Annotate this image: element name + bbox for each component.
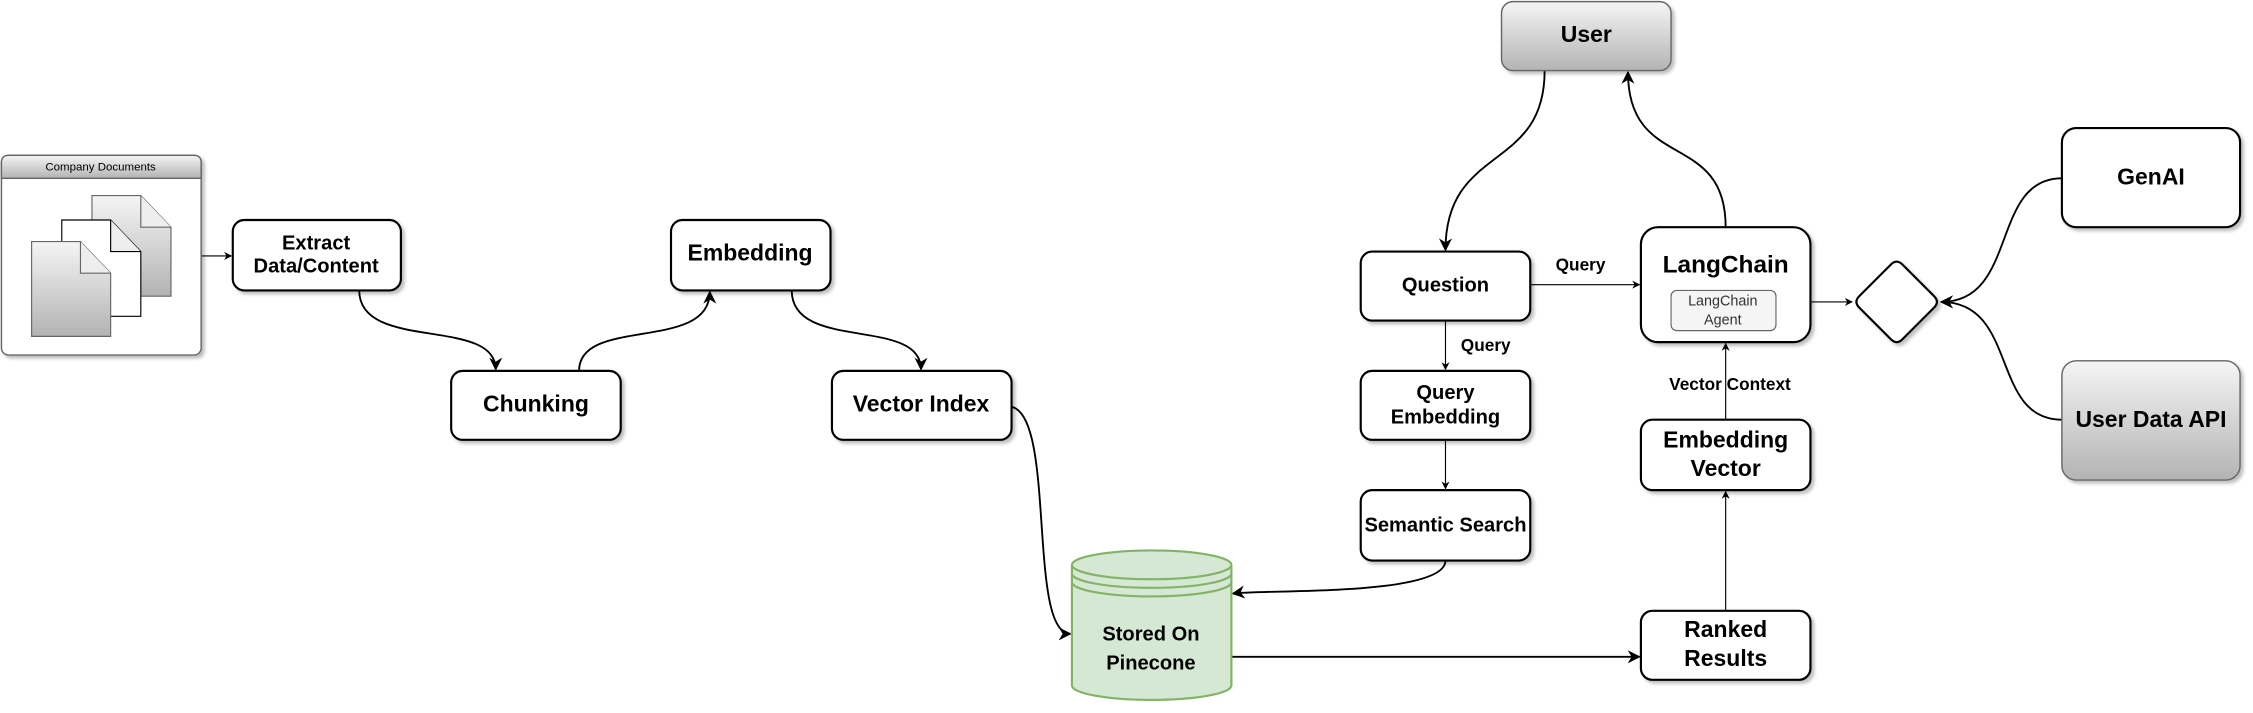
user-label: User [1561,21,1612,47]
decision-node[interactable] [1855,260,1938,344]
pinecone-database[interactable] [1070,549,1233,701]
embedding-vector-node[interactable] [1639,418,1812,492]
ranked-results-node[interactable] [1639,609,1812,681]
company-documents-title: Company Documents [45,162,156,174]
extract-label-1: Extract [282,233,350,255]
edge-label-query-2: Query [1461,335,1511,355]
user-data-api-node[interactable] [2061,360,2241,481]
semantic-search-label: Semantic Search [1364,514,1526,536]
edges [201,70,2062,664]
edge-extract-to-chunking [358,290,503,371]
query-embedding-node[interactable] [1359,369,1532,441]
langchain-agent-node[interactable] [1670,289,1777,332]
langchain-agent-label-1: LangChain [1688,294,1757,310]
question-label: Question [1402,274,1489,296]
edge-semantic-search-to-pinecone [1231,560,1447,599]
pinecone-label-1: Stored On [1102,624,1199,646]
chunking-label: Chunking [483,390,589,416]
langchain-agent-label-2: Agent [1704,312,1742,328]
genai-node[interactable] [2060,126,2242,229]
chunking-node[interactable] [450,369,622,441]
edge-user-to-question [1438,70,1546,252]
extract-node[interactable] [231,218,402,292]
edge-vector-index-to-pinecone [1011,405,1072,641]
edge-langchain-to-user [1621,70,1727,228]
embedding-vector-label-2: Vector [1691,455,1761,481]
ranked-results-label-1: Ranked [1684,616,1767,642]
semantic-search-node[interactable] [1359,489,1532,562]
embedding-vector-label-1: Embedding [1663,426,1788,452]
genai-label: GenAI [2117,163,2185,189]
ranked-results-label-2: Results [1684,645,1767,671]
embedding-label: Embedding [688,240,813,266]
vector-index-label: Vector Index [853,390,990,416]
user-data-api-label: User Data API [2075,406,2226,432]
query-embedding-label-1: Query [1416,382,1475,404]
query-embedding-label-2: Embedding [1391,407,1500,429]
question-node[interactable] [1359,250,1532,322]
embedding-node[interactable] [669,218,832,292]
vector-index-node[interactable] [830,369,1013,441]
edge-label-query-1: Query [1556,255,1606,275]
pinecone-label-2: Pinecone [1106,652,1195,674]
extract-label-2: Data/Content [254,256,379,278]
edge-chunking-to-embedding [578,290,717,371]
edge-user-data-api-to-decision [1939,295,2062,421]
edge-genai-to-decision [1939,177,2062,309]
edge-embedding-to-vector-index [790,290,928,371]
documents-icon [31,194,172,337]
edge-label-vector-context: Vector Context [1669,374,1791,394]
langchain-label: LangChain [1663,251,1789,278]
user-node[interactable] [1500,0,1672,72]
